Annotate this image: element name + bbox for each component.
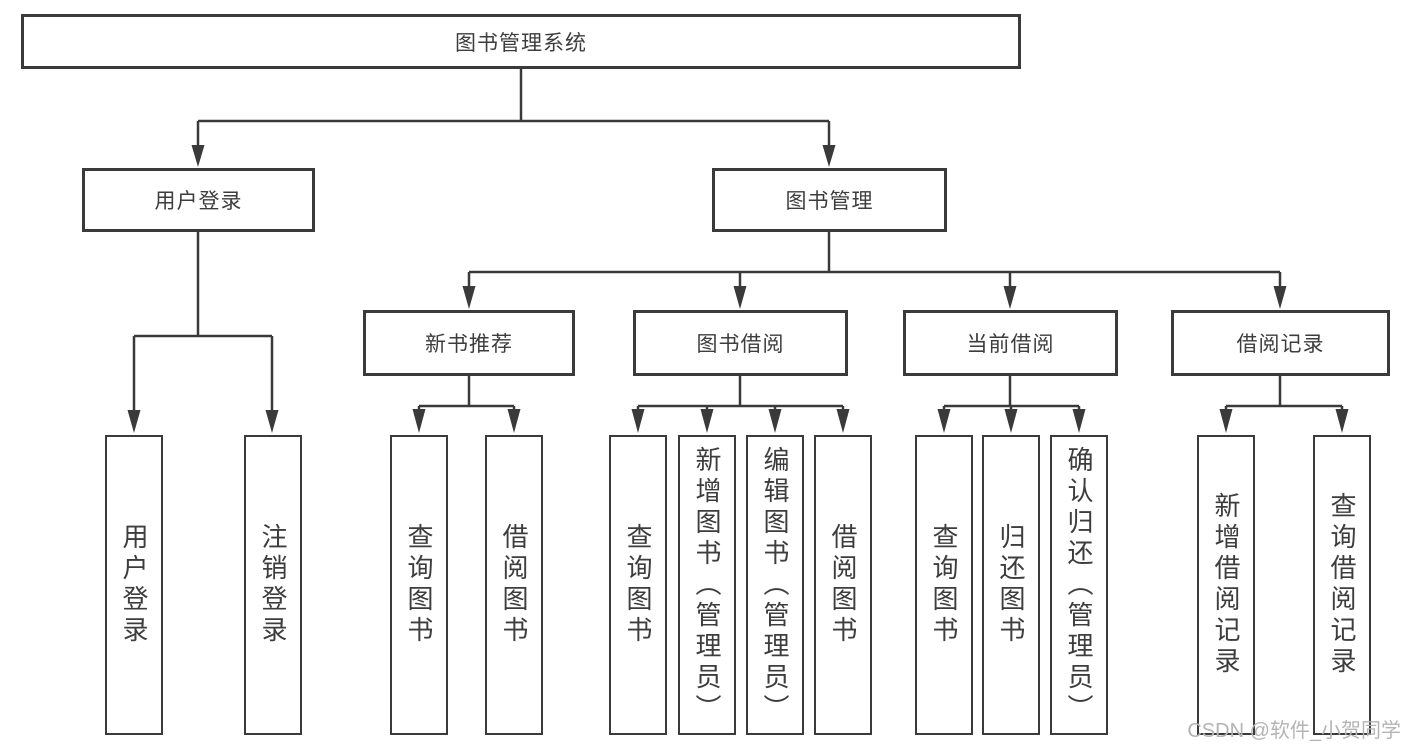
csdn-watermark: CSDN @软件_小贺同学 xyxy=(1187,720,1401,742)
leaf-query-books-borrow: 查询图书 xyxy=(609,435,667,735)
node-new-book-recommend: 新书推荐 xyxy=(363,310,575,376)
node-borrow-record: 借阅记录 xyxy=(1171,310,1390,376)
leaf-edit-book-admin: 编辑图书（管理员） xyxy=(746,435,804,735)
node-user-login: 用户登录 xyxy=(82,168,315,232)
leaf-borrow-books-recommend: 借阅图书 xyxy=(485,435,543,735)
leaf-label: 借阅图书 xyxy=(499,523,529,647)
leaf-add-borrow-record: 新增借阅记录 xyxy=(1197,435,1255,735)
leaf-label: 借阅图书 xyxy=(828,523,858,647)
node-current-borrow: 当前借阅 xyxy=(903,310,1118,376)
leaf-label: 新增借阅记录 xyxy=(1211,492,1241,678)
leaf-label: 新增图书（管理员） xyxy=(692,445,722,725)
leaf-label: 查询借阅记录 xyxy=(1327,492,1357,678)
leaf-label: 确认归还（管理员） xyxy=(1064,445,1094,725)
leaf-borrow-books: 借阅图书 xyxy=(814,435,872,735)
leaf-label: 查询图书 xyxy=(623,523,653,647)
leaf-query-borrow-record: 查询借阅记录 xyxy=(1313,435,1371,735)
leaf-label: 归还图书 xyxy=(996,523,1026,647)
leaf-label: 用户登录 xyxy=(119,523,149,647)
leaf-user-login: 用户登录 xyxy=(105,435,163,735)
leaf-label: 查询图书 xyxy=(404,523,434,647)
node-book-management: 图书管理 xyxy=(712,168,947,232)
node-book-borrow: 图书借阅 xyxy=(633,310,848,376)
leaf-return-book: 归还图书 xyxy=(982,435,1040,735)
leaf-label: 编辑图书（管理员） xyxy=(760,445,790,725)
node-root-system: 图书管理系统 xyxy=(21,14,1021,69)
leaf-query-books-recommend: 查询图书 xyxy=(390,435,448,735)
leaf-label: 注销登录 xyxy=(258,523,288,647)
leaf-label: 查询图书 xyxy=(929,523,959,647)
leaf-confirm-return-admin: 确认归还（管理员） xyxy=(1050,435,1108,735)
leaf-add-book-admin: 新增图书（管理员） xyxy=(678,435,736,735)
leaf-query-books-current: 查询图书 xyxy=(915,435,973,735)
leaf-logout: 注销登录 xyxy=(244,435,302,735)
